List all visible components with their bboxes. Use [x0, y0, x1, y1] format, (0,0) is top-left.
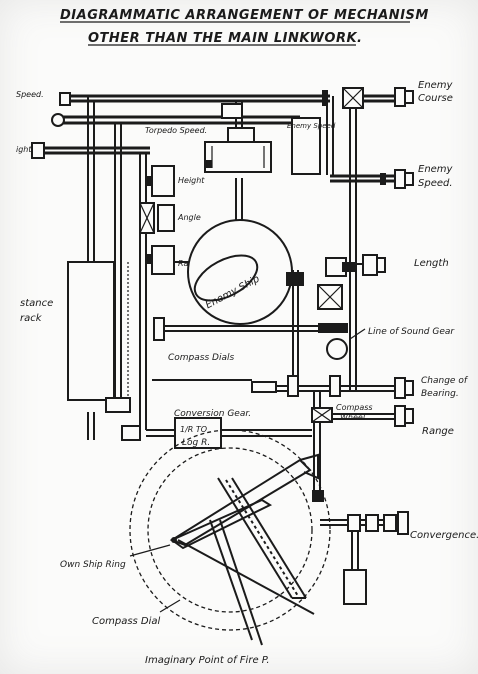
enemy-speed-label-2: Speed. — [418, 178, 453, 189]
compass-wheel — [311, 405, 414, 427]
own-speed-label: Speed. — [16, 90, 44, 99]
range-box — [146, 245, 175, 275]
log-r-label-1: 1/R TO — [180, 425, 207, 434]
title-line-2: OTHER THAN THE MAIN LINKWORK. — [88, 31, 362, 46]
enemy-course-gear — [322, 87, 414, 109]
enemy-course-label-1: Enemy — [418, 80, 454, 91]
own-speed-shaft — [59, 92, 330, 106]
imaginary-point-label: Imaginary Point of Fire P. — [145, 655, 270, 666]
enemy-speed-shaft — [330, 169, 414, 189]
compass-dial-ring — [129, 429, 331, 631]
height-shaft — [31, 142, 150, 159]
torpedo-speed-shaft — [51, 113, 300, 127]
distance-track — [67, 261, 131, 440]
height-label: Height — [178, 176, 205, 185]
compass-dials-linkage — [152, 317, 395, 397]
svg-text:Enemy Speed: Enemy Speed — [287, 122, 336, 130]
compass-dial-label: Compass Dial — [92, 616, 161, 627]
compass-wheel-label-2: Wheel — [340, 413, 366, 422]
enemy-speed-box: Enemy Speed — [287, 117, 336, 175]
height-box — [146, 165, 175, 197]
length-gear — [286, 254, 386, 310]
torpedo-speed-label: Torpedo Speed. — [145, 126, 207, 135]
own-ship-ring — [147, 447, 313, 613]
change-of-bearing-gear — [394, 377, 414, 399]
title-line-1: DIAGRAMMATIC ARRANGEMENT OF MECHANISM — [60, 8, 429, 23]
line-of-sound-gear-label: Line of Sound Gear — [368, 327, 455, 337]
distance-track-label-1: stance — [20, 298, 53, 309]
conversion-gear — [121, 417, 312, 449]
height-input-label: ight — [16, 145, 32, 154]
range-output-label: Range — [422, 426, 454, 437]
enemy-speed-label-1: Enemy — [418, 164, 454, 175]
compass-wheel-label-1: Compass — [336, 403, 373, 412]
convergence-label: Convergence. — [410, 530, 478, 541]
change-of-bearing-label-2: Bearing. — [421, 389, 459, 399]
change-of-bearing-label-1: Change of — [421, 376, 469, 386]
line-of-sound-gear — [326, 328, 366, 360]
convergence-gear — [312, 490, 409, 605]
enemy-ship-plot — [187, 219, 293, 325]
firing-arm — [169, 453, 319, 646]
torpedo-speed-gear — [204, 103, 272, 173]
angle-label: Angle — [177, 213, 201, 222]
compass-dials-label: Compass Dials — [168, 353, 234, 363]
enemy-course-label-2: Course — [418, 93, 453, 104]
vertical-shafts — [87, 96, 357, 500]
conversion-gear-label: Conversion Gear. — [174, 409, 251, 419]
length-label: Length — [414, 258, 449, 269]
log-r-label-2: Log R. — [182, 438, 210, 448]
distance-track-label-2: rack — [20, 313, 43, 324]
own-ship-ring-pointer — [129, 544, 171, 557]
compass-dial-pointer — [159, 599, 181, 613]
own-ship-ring-label: Own Ship Ring — [60, 560, 126, 570]
angle-box — [139, 202, 175, 234]
